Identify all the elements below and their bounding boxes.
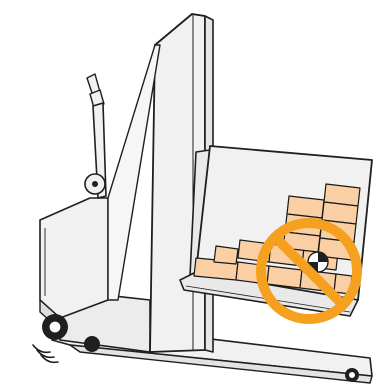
tiller-handle <box>85 74 106 198</box>
front-wheel <box>345 368 359 382</box>
motion-lines <box>33 345 58 362</box>
